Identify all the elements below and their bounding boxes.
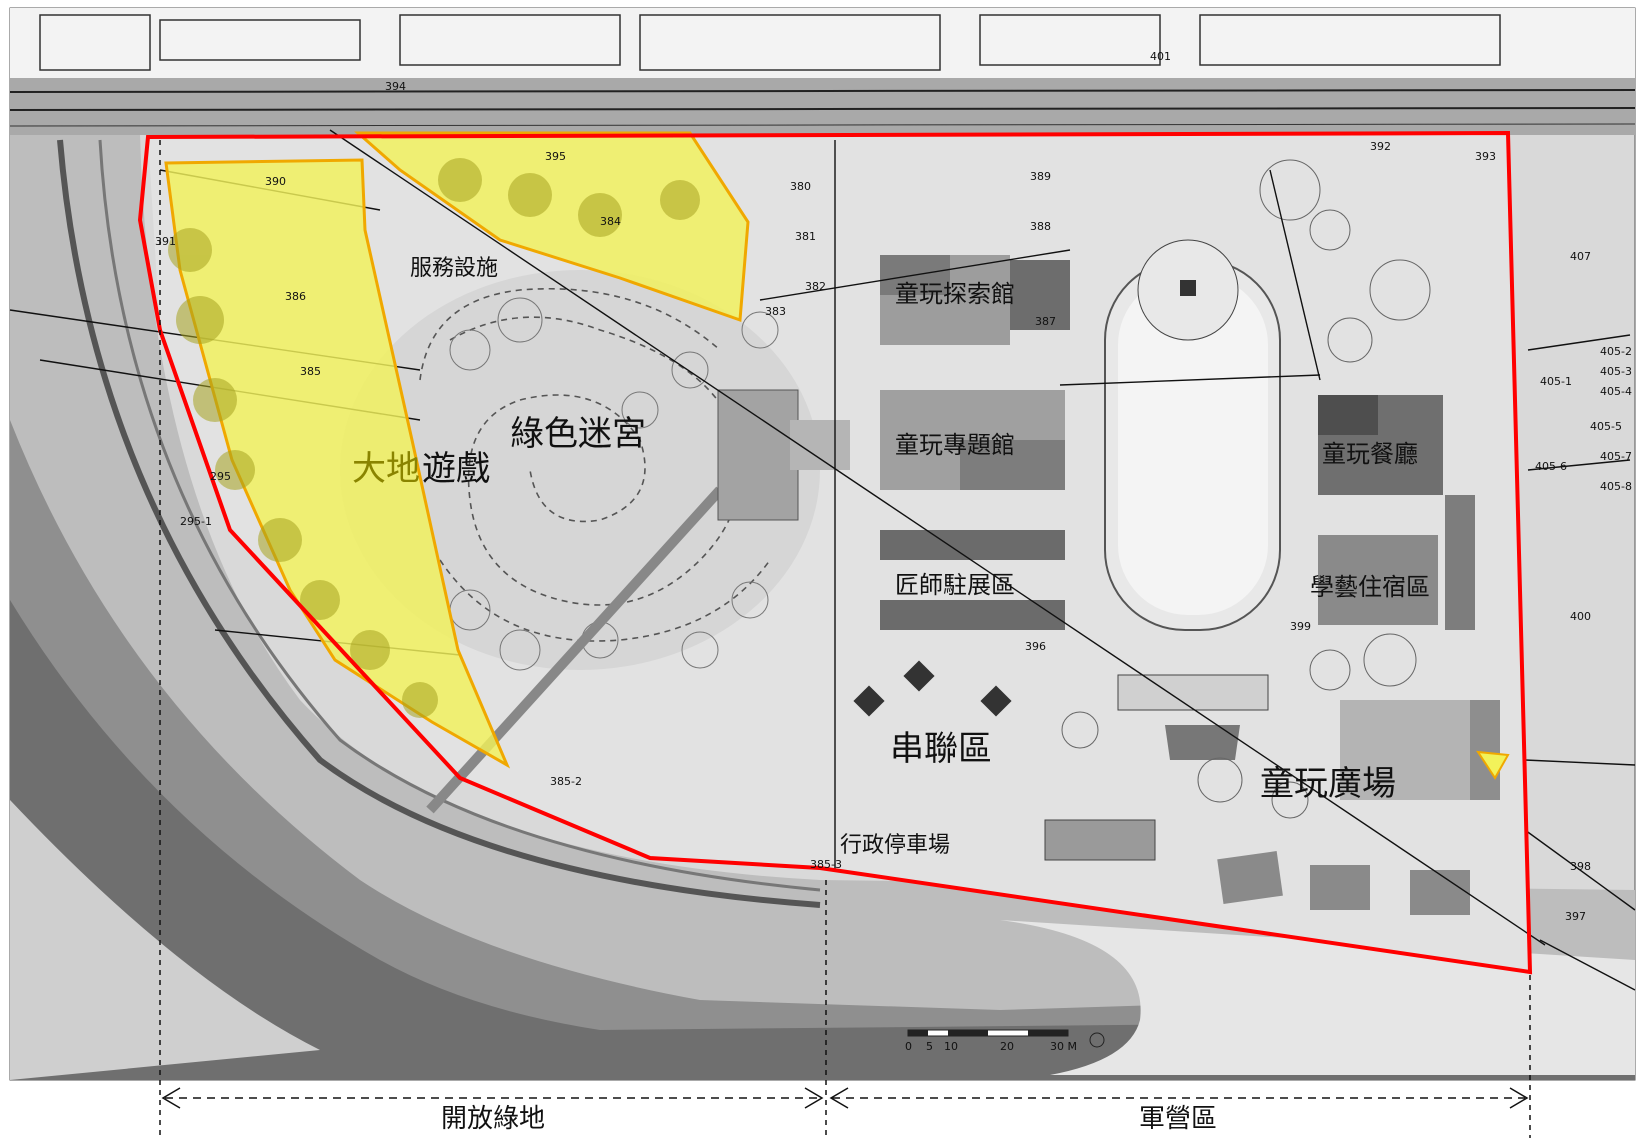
label-earth-game-a: 大地: [352, 449, 420, 489]
lot-number: 295: [210, 470, 231, 483]
lot-number: 397: [1565, 910, 1586, 923]
label-link-area: 串聯區: [890, 729, 992, 769]
label-admin-parking: 行政停車場: [840, 833, 950, 858]
highlight-zone-small: [1476, 750, 1510, 780]
scale-tick: 0: [905, 1040, 912, 1053]
label-explore-hall: 童玩探索館: [895, 280, 1015, 308]
lot-number: 381: [795, 230, 816, 243]
lot-number: 380: [790, 180, 811, 193]
label-plaza: 童玩廣場: [1260, 764, 1396, 804]
label-lodging-area: 學藝住宿區: [1310, 573, 1430, 601]
lot-number: 395: [545, 150, 566, 163]
lot-number: 394: [385, 80, 406, 93]
lot-number: 405-8: [1600, 480, 1632, 493]
lot-number: 398: [1570, 860, 1591, 873]
lot-number: 405-3: [1600, 365, 1632, 378]
lot-number: 391: [155, 235, 176, 248]
lot-number: 405-2: [1600, 345, 1632, 358]
scale-bar: 0 5 10 20 30 M: [905, 1029, 1105, 1053]
lot-number: 390: [265, 175, 286, 188]
lot-number: 405-6: [1535, 460, 1567, 473]
lot-number: 405-4: [1600, 385, 1632, 398]
label-earth-game-b: 遊戲: [422, 449, 490, 489]
dimension-lines: [159, 140, 1531, 1138]
scale-tick: 30 M: [1050, 1040, 1077, 1053]
lot-number: 392: [1370, 140, 1391, 153]
lot-number: 385: [300, 365, 321, 378]
scale-tick: 20: [1000, 1040, 1014, 1053]
lot-number: 393: [1475, 150, 1496, 163]
scale-tick: 5: [926, 1040, 933, 1053]
area-labels: 服務設施 綠色迷宮 大地 遊戲 童玩探索館 童玩專題館 童玩餐廳 匠師駐展區 學…: [352, 256, 1430, 858]
lot-number: 389: [1030, 170, 1051, 183]
lot-number: 405-1: [1540, 375, 1572, 388]
label-restaurant: 童玩餐廳: [1322, 440, 1418, 468]
lot-number: 405-7: [1600, 450, 1632, 463]
lot-number: 385-3: [810, 858, 842, 871]
lot-number: 388: [1030, 220, 1051, 233]
lot-number: 405-5: [1590, 420, 1622, 433]
lot-number: 383: [765, 305, 786, 318]
lot-number: 396: [1025, 640, 1046, 653]
label-green-maze: 綠色迷宮: [510, 414, 646, 454]
highlight-zones: [164, 131, 1510, 780]
lot-number: 384: [600, 215, 621, 228]
lot-number: 387: [1035, 315, 1056, 328]
lot-number: 295-1: [180, 515, 212, 528]
scale-tick: 10: [944, 1040, 958, 1053]
lot-number: 407: [1570, 250, 1591, 263]
lot-number: 399: [1290, 620, 1311, 633]
label-service-facility: 服務設施: [410, 256, 498, 281]
highlight-zone-earth-game: [164, 158, 511, 769]
label-open-green: 開放綠地: [440, 1104, 546, 1134]
site-boundary: [137, 130, 1533, 975]
label-craftsman-area: 匠師駐展區: [895, 571, 1015, 599]
lot-number: 386: [285, 290, 306, 303]
label-topic-hall: 童玩專題館: [895, 431, 1015, 459]
north-arrow-icon: [1089, 1032, 1105, 1048]
lot-number: 385-2: [550, 775, 582, 788]
label-barracks: 軍營區: [1138, 1104, 1218, 1134]
lot-number: 401: [1150, 50, 1171, 63]
lot-number: 400: [1570, 610, 1591, 623]
lot-number: 382: [805, 280, 826, 293]
